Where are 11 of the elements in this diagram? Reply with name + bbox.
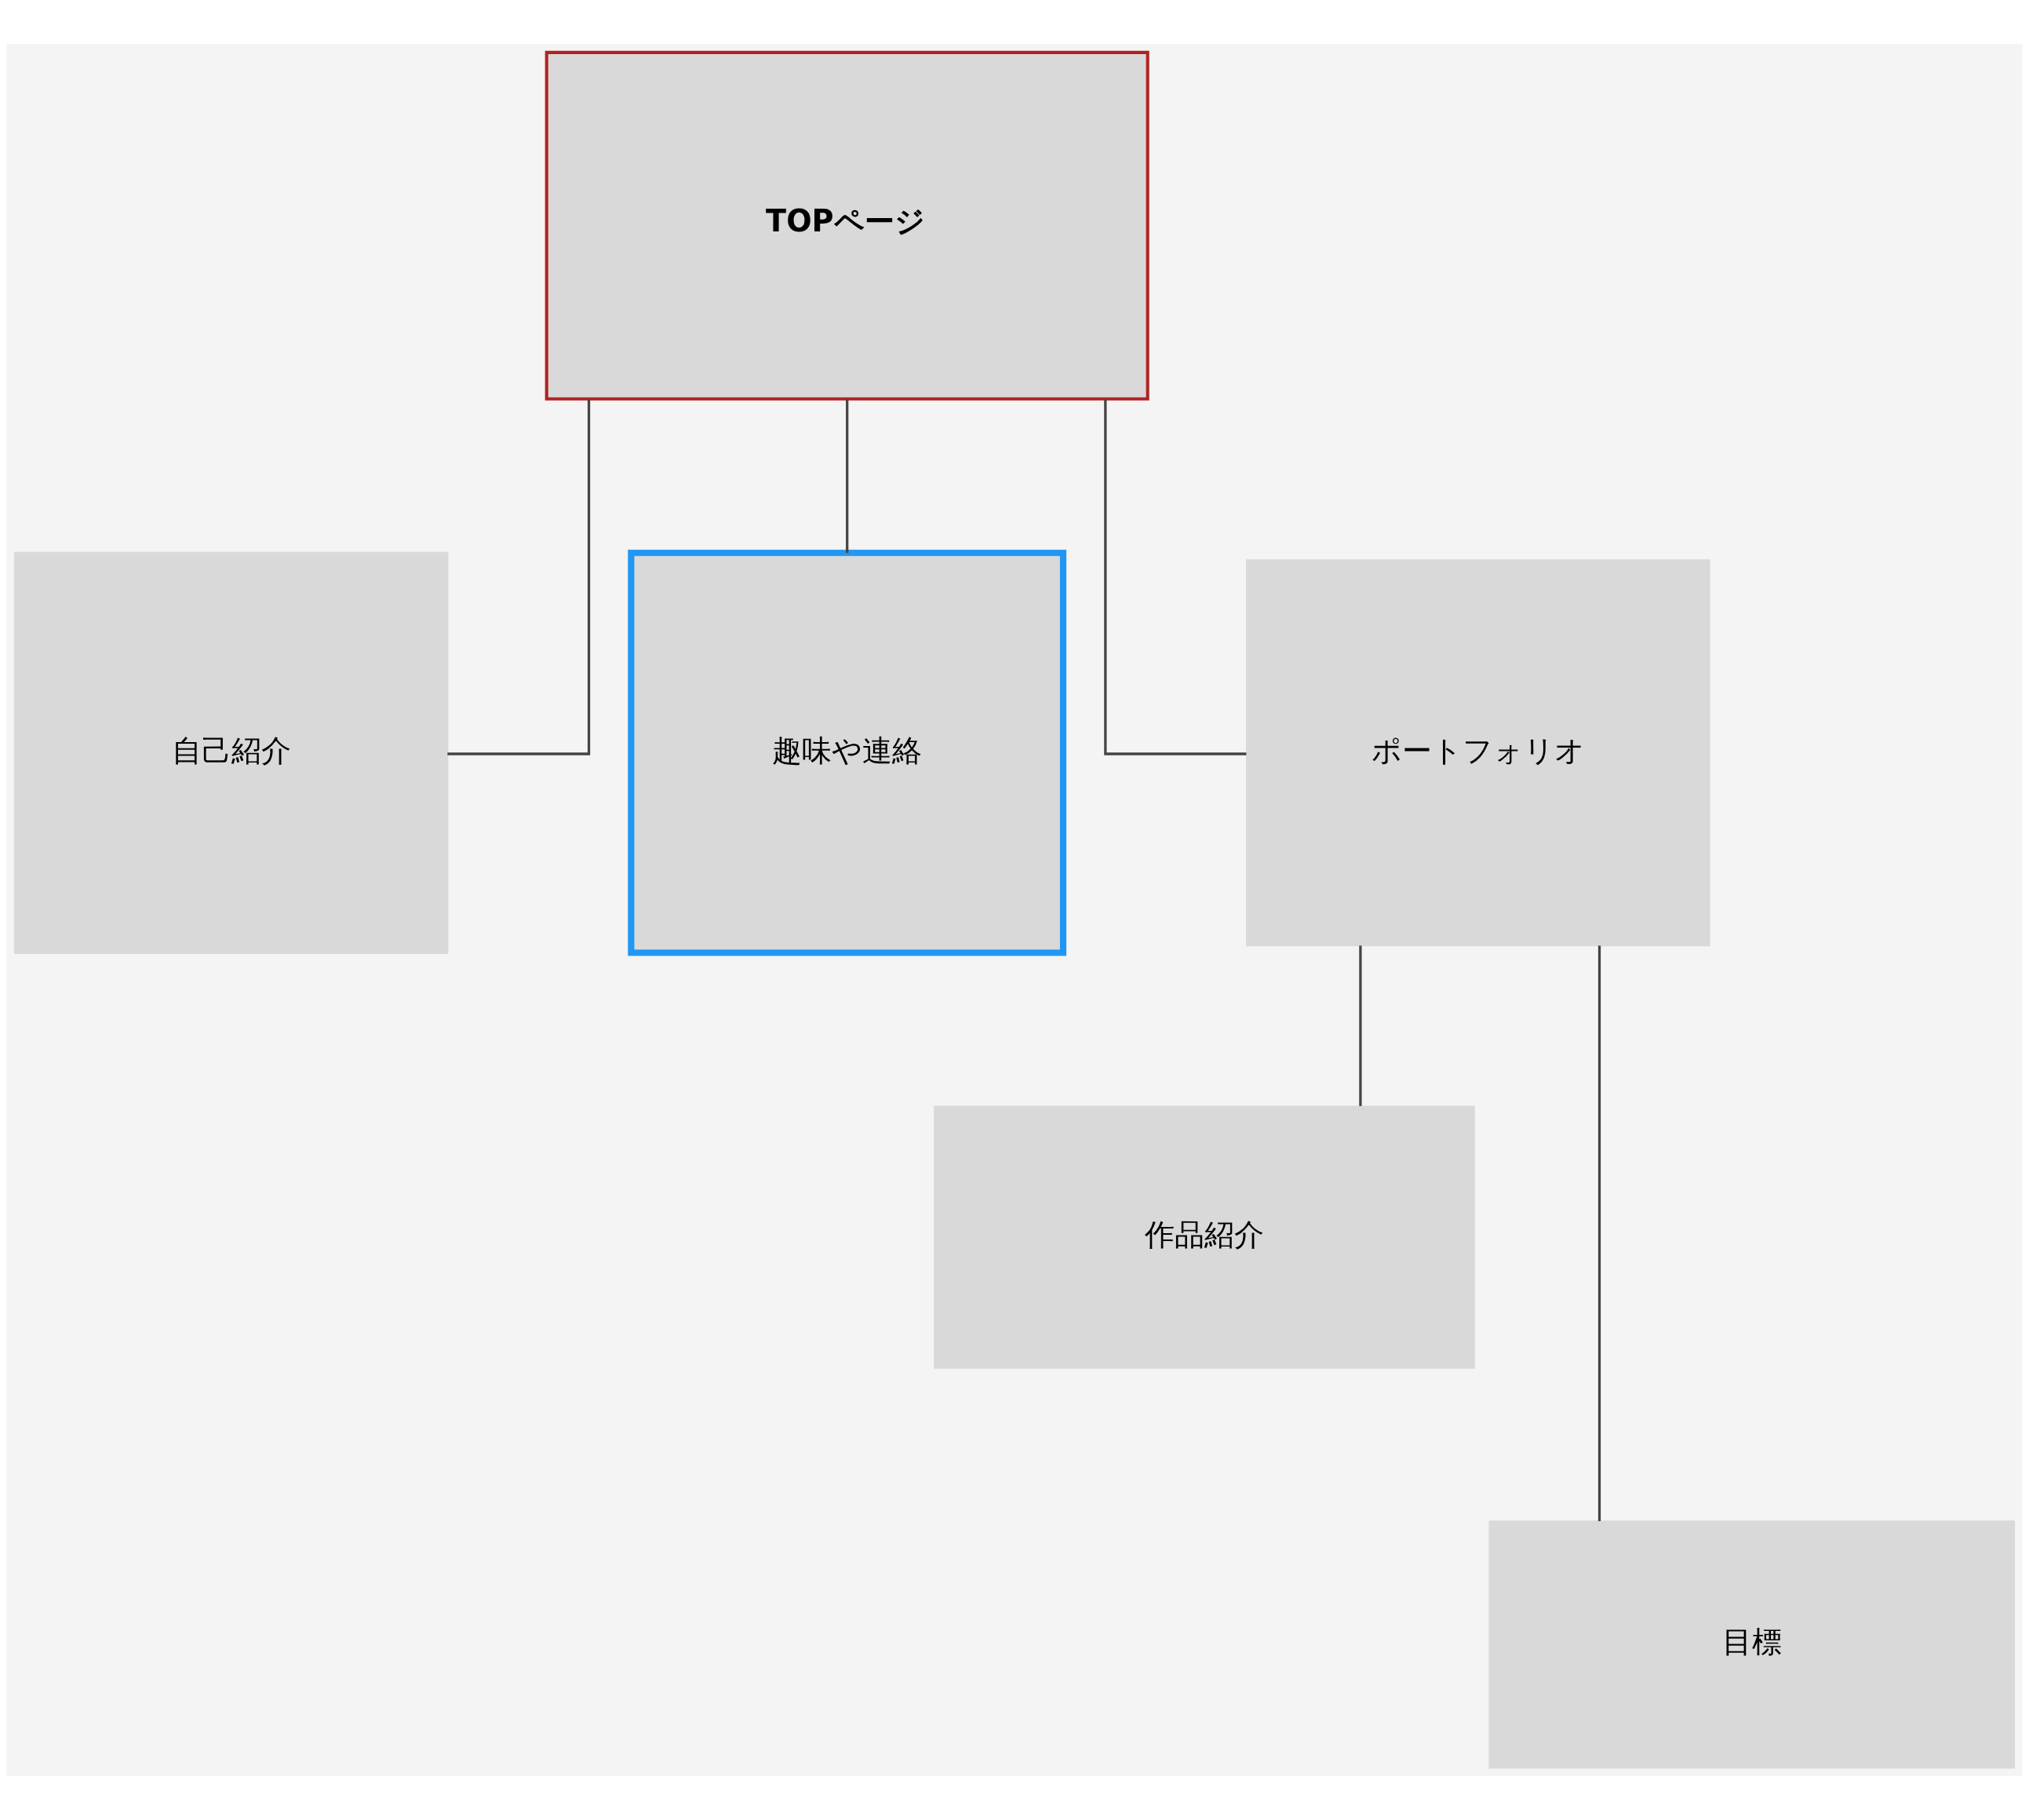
connector — [1104, 399, 1247, 755]
connector — [1597, 945, 1601, 1522]
node-box: 作品紹介 — [934, 1105, 1475, 1369]
connector — [447, 399, 591, 755]
node-box: TOPページ — [545, 50, 1149, 401]
node-box: 趣味や連絡 — [628, 549, 1067, 956]
node-box: 自己紹介 — [13, 551, 449, 954]
node-box: ポートフォリオ — [1246, 559, 1710, 947]
node-box: 目標 — [1488, 1520, 2016, 1769]
connector — [846, 399, 849, 553]
connector — [1359, 945, 1362, 1106]
